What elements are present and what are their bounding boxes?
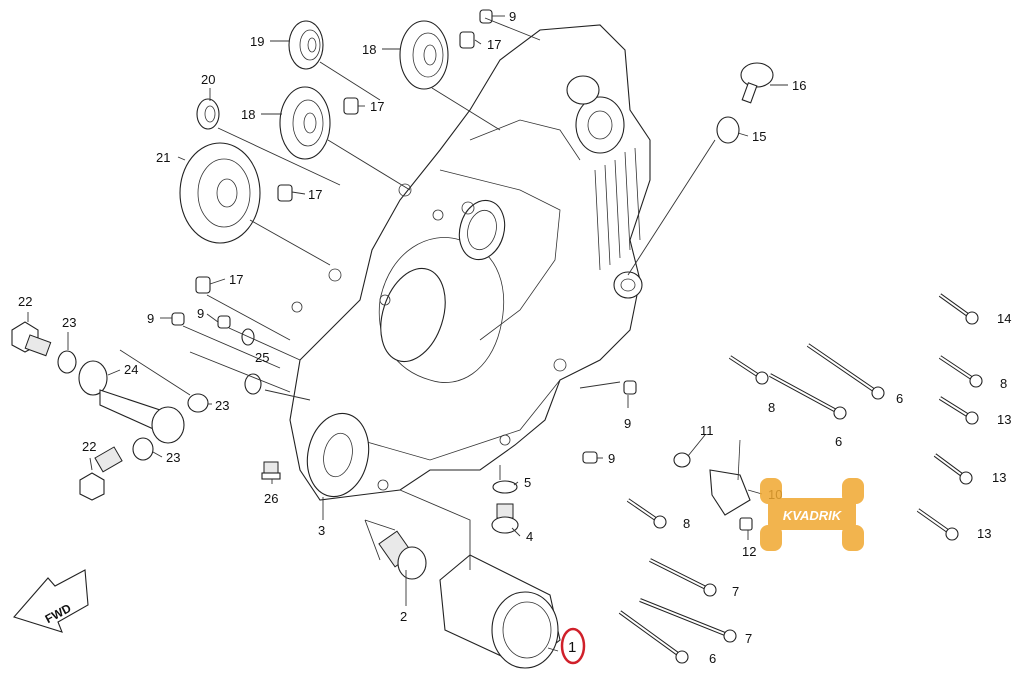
bolt-6b: [769, 373, 847, 420]
callout-21: 21: [156, 150, 170, 165]
callout-22b: 22: [82, 439, 96, 454]
callout-7a: 7: [732, 584, 739, 599]
callout-20: 20: [201, 72, 215, 87]
callout-24: 24: [124, 362, 138, 377]
callout-13a: 13: [997, 412, 1011, 427]
bolt-8b: [728, 355, 769, 385]
washer-23c: [132, 437, 154, 461]
bolt-14: [938, 293, 979, 325]
callout-23c: 23: [166, 450, 180, 465]
bolt-8a: [938, 355, 983, 388]
watermark-text: KVADRIK: [783, 508, 843, 523]
callout-6c: 6: [709, 651, 716, 666]
callout-17a: 17: [487, 37, 501, 52]
callout-1: 1: [568, 639, 576, 656]
bolt-7a: [649, 558, 717, 597]
callout-25: 25: [255, 350, 269, 365]
kvadrik-watermark-logo: KVADRIK: [760, 478, 864, 551]
banjo-bolt-22-upper: [11, 321, 52, 357]
callout-18b: 18: [241, 107, 255, 122]
callout-19: 19: [250, 34, 264, 49]
sensor-10: [673, 439, 753, 531]
callout-16: 16: [792, 78, 806, 93]
bolt-13c: [916, 508, 959, 541]
callout-13b: 13: [992, 470, 1006, 485]
fitting-2: [378, 530, 427, 580]
bolt-7b: [639, 598, 737, 643]
bolt-13b: [933, 453, 973, 485]
callout-26: 26: [264, 491, 278, 506]
callout-17d: 17: [229, 272, 243, 287]
highlight-part-1: 1: [560, 627, 586, 665]
callout-5: 5: [524, 475, 531, 490]
banjo-bolt-22-lower: [79, 446, 123, 501]
callout-8b: 8: [768, 400, 775, 415]
callout-9c: 9: [197, 306, 204, 321]
fwd-arrow-icon: FWD: [13, 569, 89, 633]
callout-8c: 8: [683, 516, 690, 531]
callout-labels: 19 18 18 20 21 17 17 17 17 9 9 9 9 9 25 …: [18, 9, 1011, 666]
callout-18a: 18: [362, 42, 376, 57]
washer-23b: [187, 393, 209, 413]
callout-15: 15: [752, 129, 766, 144]
leader-lines: [27, 15, 788, 652]
banjo-hose-24: [78, 360, 185, 444]
callout-8a: 8: [1000, 376, 1007, 391]
callout-23a: 23: [62, 315, 76, 330]
bearing-21: [179, 142, 261, 244]
callout-23b: 23: [215, 398, 229, 413]
dowel-pins-17: [195, 31, 475, 294]
callout-2: 2: [400, 609, 407, 624]
callout-14: 14: [997, 311, 1011, 326]
callout-9d: 9: [624, 416, 631, 431]
seal-20: [196, 98, 220, 130]
callout-9a: 9: [509, 9, 516, 24]
bolt-8c: [626, 498, 667, 529]
bearing-19: [288, 20, 324, 70]
bolt-13a: [938, 396, 979, 425]
oil-filter-1: [439, 554, 561, 669]
plug-26: [261, 461, 281, 480]
callout-9e: 9: [608, 451, 615, 466]
bolts: [618, 293, 983, 664]
callout-17c: 17: [308, 187, 322, 202]
callout-7b: 7: [745, 631, 752, 646]
crankcase-half: [289, 24, 651, 501]
washer-23a: [57, 350, 77, 374]
dipstick-16: [740, 62, 774, 104]
callout-3: 3: [318, 523, 325, 538]
callout-13c: 13: [977, 526, 991, 541]
drain-bolt-4: [491, 503, 519, 534]
callout-11: 11: [700, 423, 714, 438]
callout-4: 4: [526, 529, 533, 544]
bearing-18-upper: [399, 20, 449, 90]
washer-15: [716, 116, 740, 144]
callout-17b: 17: [370, 99, 384, 114]
bolt-6a: [806, 343, 885, 400]
bearing-18-lower: [279, 86, 331, 160]
washer-5: [492, 480, 518, 494]
callout-6b: 6: [835, 434, 842, 449]
callout-6a: 6: [896, 391, 903, 406]
callout-12: 12: [742, 544, 756, 559]
callout-9b: 9: [147, 311, 154, 326]
callout-22a: 22: [18, 294, 32, 309]
bolt-6c: [618, 610, 689, 664]
